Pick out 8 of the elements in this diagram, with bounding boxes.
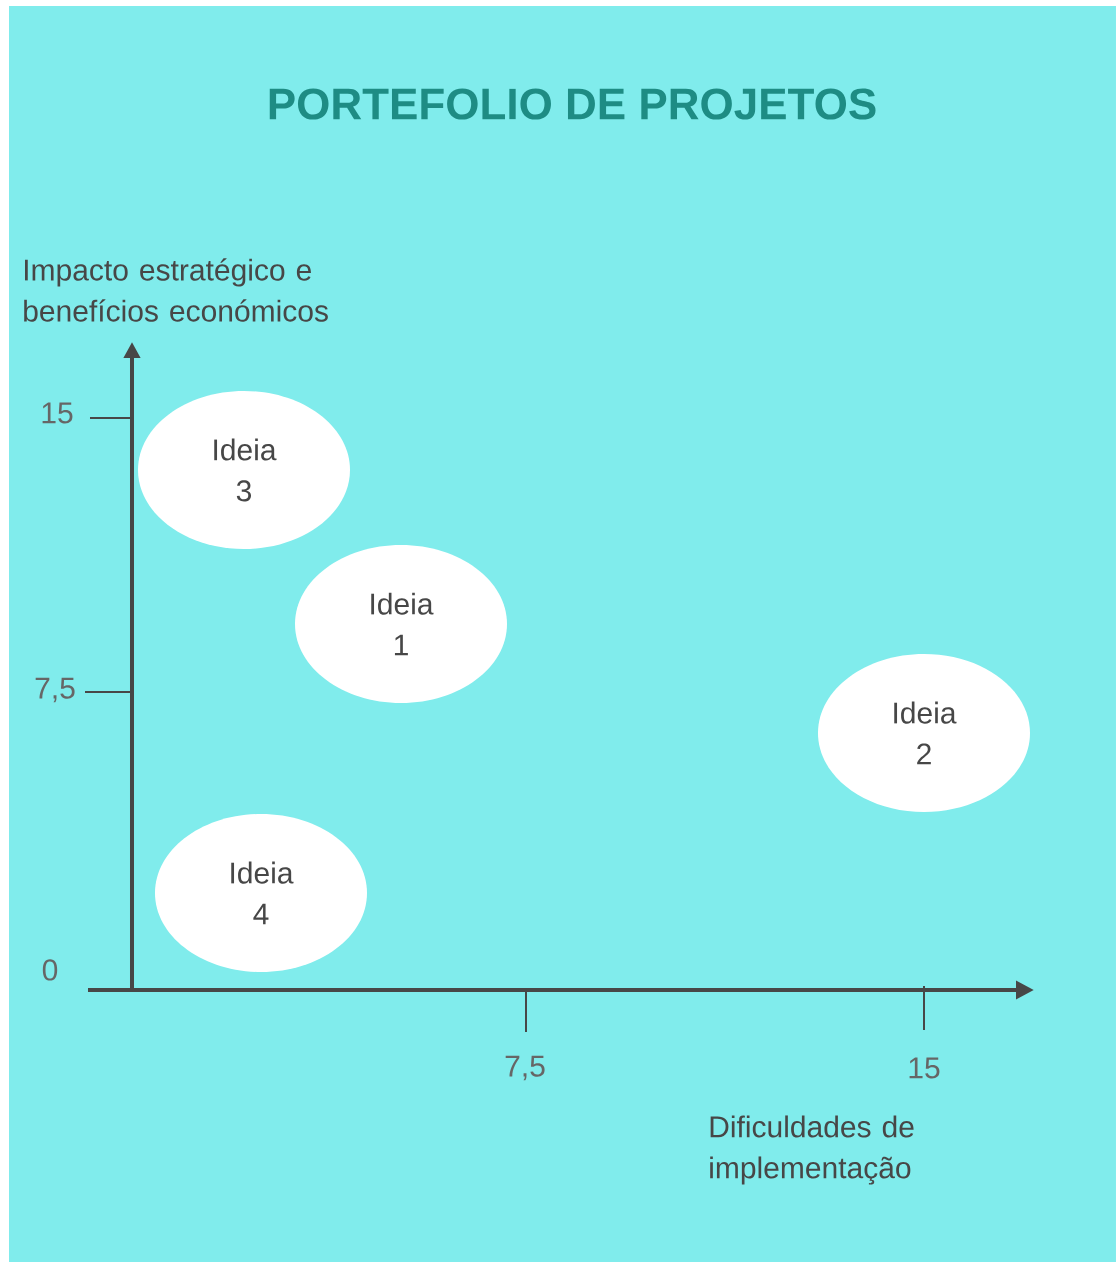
- axis-title: Dificuldades de implementação: [710, 1115, 914, 1185]
- axis-title: Impacto estratégico e benefícios económicos: [24, 258, 328, 322]
- tick-label: 7,5: [505, 1055, 545, 1081]
- title: PORTEFOLIO DE PROJETOS: [269, 88, 876, 120]
- tick-label: 7,5: [35, 677, 75, 703]
- tick-label: 15: [909, 1057, 940, 1079]
- tick-label: 0: [42, 959, 58, 981]
- tick-label: 15: [42, 402, 73, 424]
